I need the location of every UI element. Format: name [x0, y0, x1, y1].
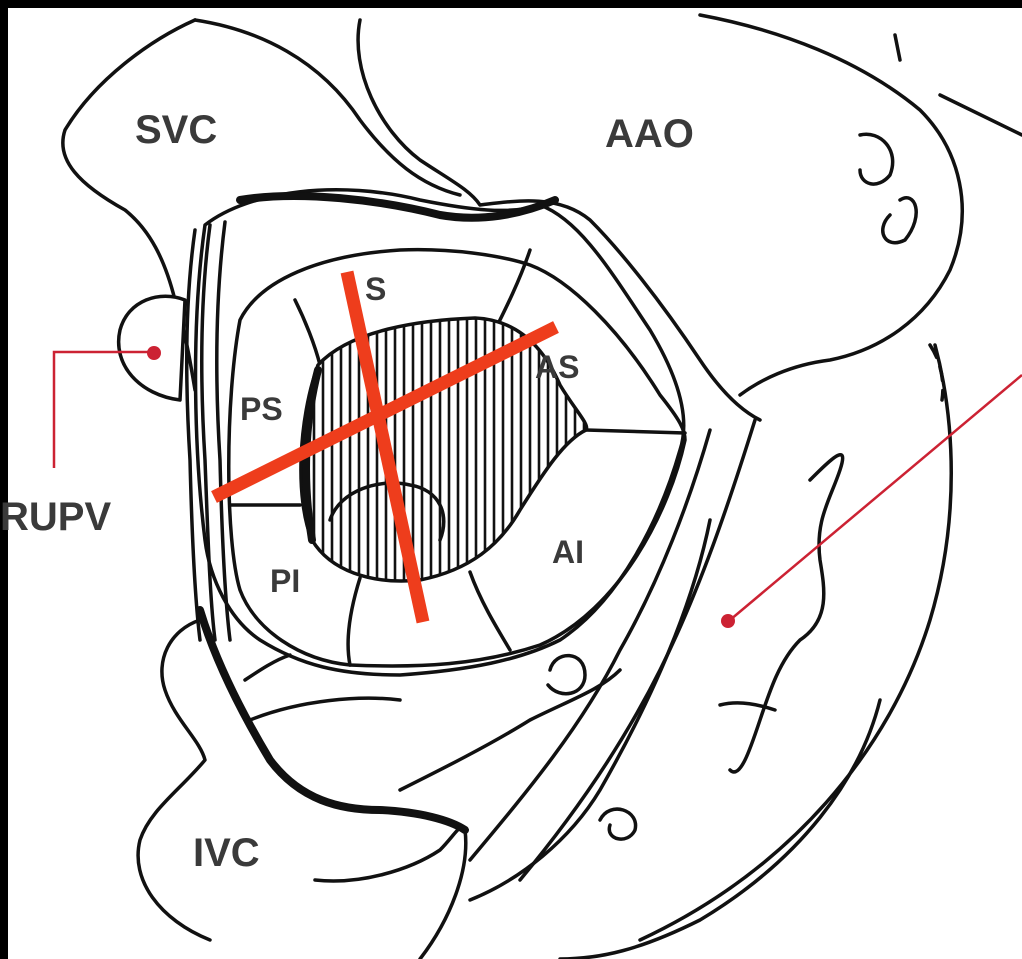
label-pi: PI	[270, 563, 300, 599]
right-leader-dot	[721, 614, 735, 628]
label-as: AS	[535, 349, 579, 385]
label-ai: AI	[552, 534, 584, 570]
label-aao: AAO	[605, 112, 694, 156]
rupv-leader-dot	[147, 346, 161, 360]
label-s: S	[365, 271, 386, 307]
label-ivc: IVC	[193, 831, 260, 875]
label-svc: SVC	[135, 108, 217, 152]
label-rupv: RUPV	[0, 495, 111, 539]
label-ps: PS	[240, 391, 283, 427]
